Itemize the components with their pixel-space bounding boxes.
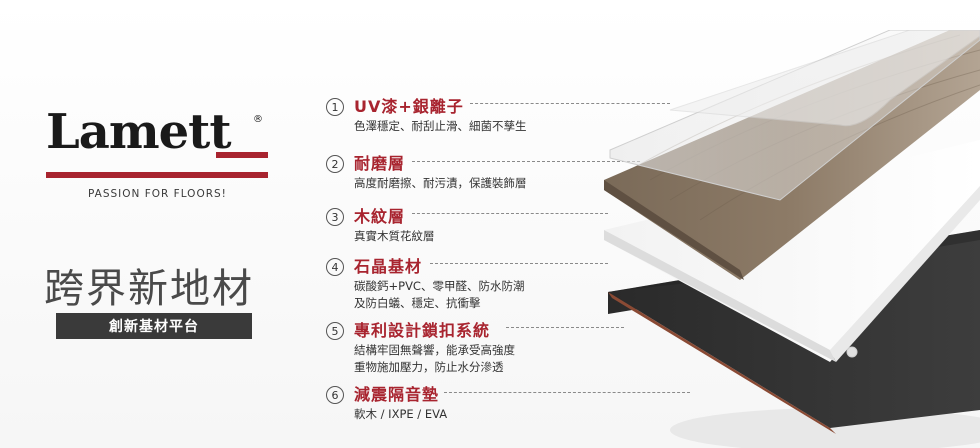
spc-core-layer	[604, 140, 980, 362]
click-lock-profile	[846, 346, 858, 358]
subheadline-badge: 創新基材平台	[56, 313, 252, 339]
layer-number: 4	[326, 258, 344, 276]
layer-description-line: 高度耐磨擦、耐污漬，保護裝飾層	[354, 176, 527, 190]
logo-underline-bar	[46, 172, 268, 178]
layer-title: UV漆+銀離子	[354, 97, 464, 116]
spc-core-edge	[604, 230, 836, 362]
leader-line-1	[470, 103, 670, 104]
uv-coat-layer	[669, 30, 980, 127]
flooring-layers-illustration	[604, 30, 980, 448]
layer-number: 3	[326, 208, 344, 226]
layer-description-line: 結構牢固無聲響，能承受高強度	[354, 343, 515, 357]
layer-number: 1	[326, 98, 344, 116]
subheadline-text: 創新基材平台	[109, 319, 199, 335]
underlay-edge	[608, 292, 836, 434]
brand-logo: Lamett ®	[46, 104, 268, 178]
layer-number: 5	[326, 322, 344, 340]
logo-accent-bar	[216, 152, 268, 158]
layer-description: 真實木質花紋層	[354, 228, 435, 245]
leader-line-5	[506, 327, 624, 328]
brand-name: Lamett	[46, 104, 232, 160]
layer-description: 軟木 / IXPE / EVA	[354, 406, 447, 423]
leader-line-4	[430, 263, 608, 264]
layer-description-line: 軟木 / IXPE / EVA	[354, 407, 448, 421]
layer-description-line: 重物施加壓力，防止水分滲透	[354, 360, 504, 374]
layer-description-line: 色澤穩定、耐刮止滑、細菌不孳生	[354, 119, 527, 133]
registered-mark: ®	[253, 114, 263, 125]
leader-line-6	[444, 392, 690, 393]
layer-title: 耐磨層	[354, 154, 406, 173]
layer-description: 色澤穩定、耐刮止滑、細菌不孳生	[354, 118, 527, 135]
layer-number: 2	[326, 155, 344, 173]
wood-grain-edge	[604, 180, 744, 280]
brand-tagline: PASSION FOR FLOORS!	[88, 188, 227, 200]
layer-description: 碳酸鈣+PVC、零甲醛、防水防潮 及防白蟻、穩定、抗衝擊	[354, 278, 524, 312]
layer-title: 木紋層	[354, 207, 406, 226]
layer-description-line: 真實木質花紋層	[354, 229, 435, 243]
layer-description: 結構牢固無聲響，能承受高強度 重物施加壓力，防止水分滲透	[354, 342, 515, 376]
layer-description-line: 碳酸鈣+PVC、零甲醛、防水防潮	[354, 279, 525, 293]
layer-description: 高度耐磨擦、耐污漬，保護裝飾層	[354, 175, 527, 192]
headline: 跨界新地材	[44, 266, 254, 312]
layer-title: 石晶基材	[354, 257, 423, 276]
leader-line-3	[412, 213, 608, 214]
leader-line-2	[412, 161, 640, 162]
layer-title: 專利設計鎖扣系統	[354, 321, 491, 340]
layer-title: 減震隔音墊	[354, 385, 440, 404]
layer-description-line: 及防白蟻、穩定、抗衝擊	[354, 296, 481, 310]
layer-number: 6	[326, 386, 344, 404]
